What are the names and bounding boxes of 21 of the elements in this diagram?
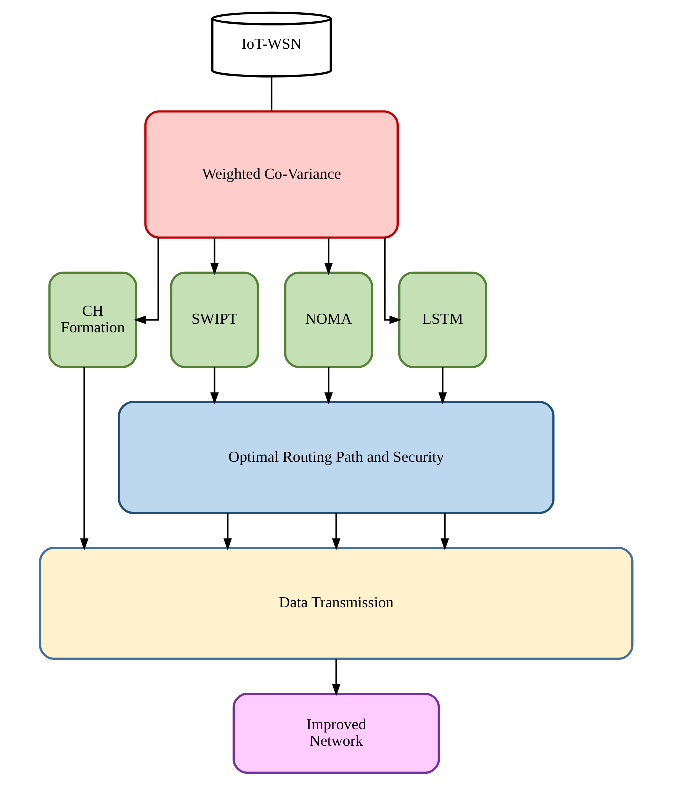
arrow <box>440 513 450 551</box>
arrow <box>210 367 219 405</box>
arrow <box>210 238 219 276</box>
node-box: Optimal Routing Path and Security <box>118 401 555 514</box>
node-box: Data Transmission <box>39 547 634 660</box>
arrow <box>224 513 232 551</box>
node-box: LSTM <box>398 272 488 368</box>
arrow <box>80 368 89 551</box>
node-box: NOMA <box>284 272 374 368</box>
arrow <box>332 513 341 551</box>
arrow <box>324 367 334 405</box>
node-box: CH Formation <box>48 272 138 368</box>
connector <box>270 76 273 112</box>
node-box: SWIPT <box>170 272 260 368</box>
arrow <box>438 367 448 405</box>
arrow <box>384 238 402 324</box>
arrow <box>134 238 160 324</box>
node-box: Weighted Co-Variance <box>144 110 400 239</box>
arrow <box>332 659 341 696</box>
node-box: Improved Network <box>232 692 440 774</box>
arrow <box>324 238 334 276</box>
